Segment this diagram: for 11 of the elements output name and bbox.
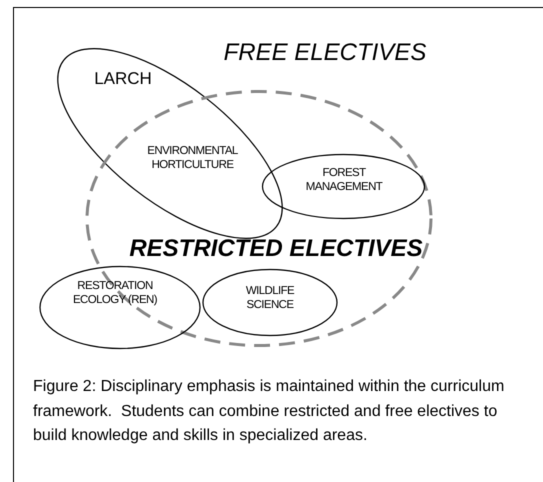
oval-region [262, 154, 425, 219]
heading-label: FREE ELECTIVES [222, 38, 428, 68]
region-label: WILDLIFE SCIENCE [244, 284, 296, 313]
figure-caption: Figure 2: Disciplinary emphasis is maintained within the curriculum framework. Students can combine restricted and free electives to build knowledge and skills in specialized areas. [33, 377, 506, 446]
overlap-label: ENVIRONMENTAL HORTICULTURE [146, 144, 239, 173]
oval-region [203, 269, 337, 336]
region-label: RESTORATION ECOLOGY (REN) [72, 279, 158, 308]
region-label: FOREST MANAGEMENT [304, 166, 384, 195]
region-label: RESTRICTED ELECTIVES [128, 234, 424, 264]
oval-region [40, 266, 200, 349]
region-label: LARCH [93, 68, 153, 90]
